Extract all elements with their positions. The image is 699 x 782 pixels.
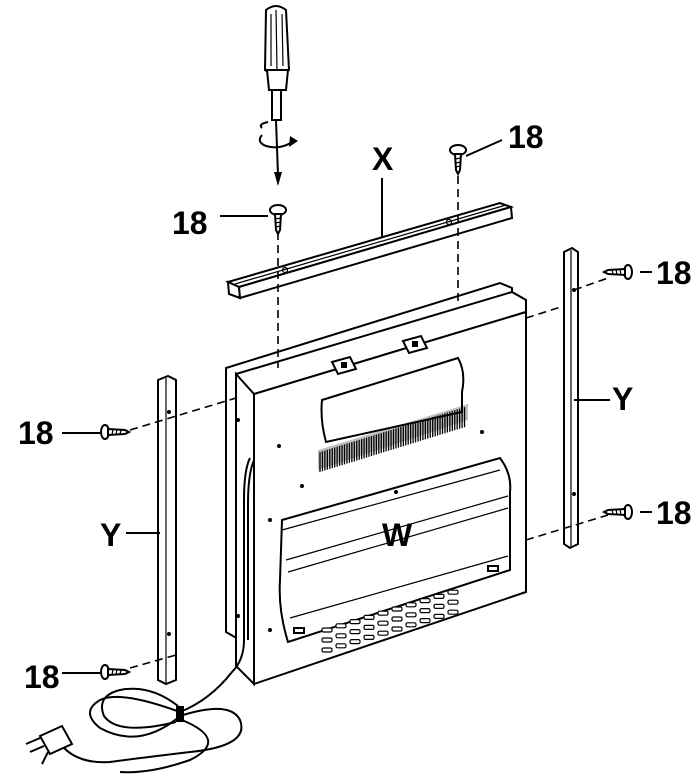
bottom-vents: [321, 589, 459, 653]
bottom-vent-slot: [377, 620, 389, 626]
bottom-vent-slot: [433, 613, 445, 620]
side-bracket-y-left: [157, 374, 177, 686]
bottom-vent-slot: [405, 622, 417, 628]
label-side-bracket-y-right: Y: [612, 381, 633, 417]
label-screw-18-top-right: 18: [508, 119, 544, 155]
bottom-vent-slot: [321, 627, 333, 633]
label-side-bracket-y-left: Y: [100, 517, 121, 553]
bottom-vent-slot: [363, 624, 375, 631]
bottom-vent-slot: [335, 633, 347, 639]
screwdriver-icon: [263, 5, 291, 186]
bottom-vent-slot: [419, 607, 431, 614]
bottom-vent-slot: [447, 589, 459, 595]
power-plug-icon: [25, 724, 74, 765]
bottom-vent-slot: [349, 638, 361, 645]
top-bracket-x: [225, 201, 515, 300]
screw-icon: [269, 204, 287, 237]
bottom-vent-slot: [363, 634, 375, 641]
bottom-vent-slot: [363, 614, 375, 621]
alignment-lines: [129, 176, 609, 669]
label-heater-w: W: [382, 517, 413, 553]
leader-lines: [62, 139, 652, 674]
bottom-vent-slot: [377, 610, 389, 616]
bottom-vent-slot: [391, 626, 403, 632]
screw-icon: [449, 144, 467, 177]
label-screw-18-right-lower: 18: [656, 495, 692, 531]
label-screw-18-top-left: 18: [172, 205, 208, 241]
rotation-arrow-icon: [258, 121, 298, 149]
bottom-vent-slot: [335, 643, 347, 649]
screw-icon: [100, 424, 132, 440]
bottom-vent-slot: [321, 637, 333, 643]
label-screw-18-right-upper: 18: [656, 255, 692, 291]
bottom-vent-slot: [405, 602, 417, 608]
bottom-vent-slot: [335, 623, 347, 629]
bottom-vent-slot: [433, 603, 445, 610]
label-top-bracket-x: X: [372, 141, 394, 177]
bottom-vent-slot: [447, 609, 459, 615]
vent-grille: [318, 404, 468, 472]
bottom-vent-slot: [349, 618, 361, 625]
side-bracket-y-right: [563, 246, 579, 550]
label-screw-18-left-lower: 18: [24, 659, 60, 695]
label-screw-18-left-upper: 18: [18, 415, 54, 451]
bottom-vent-slot: [349, 628, 361, 635]
heater-unit-w: [225, 281, 527, 687]
bottom-vent-slot: [433, 593, 445, 600]
bottom-vent-slot: [405, 612, 417, 618]
bottom-vent-slot: [391, 606, 403, 612]
bottom-vent-slot: [321, 647, 333, 653]
screw-icon: [601, 264, 633, 280]
bottom-vent-slot: [447, 599, 459, 605]
screw-icon: [601, 504, 633, 520]
bottom-vent-slot: [419, 597, 431, 604]
bottom-vent-slot: [391, 616, 403, 622]
power-cord: [63, 457, 255, 774]
screw-icon: [100, 664, 132, 680]
bottom-vent-slot: [377, 630, 389, 636]
bottom-vent-slot: [419, 617, 431, 624]
